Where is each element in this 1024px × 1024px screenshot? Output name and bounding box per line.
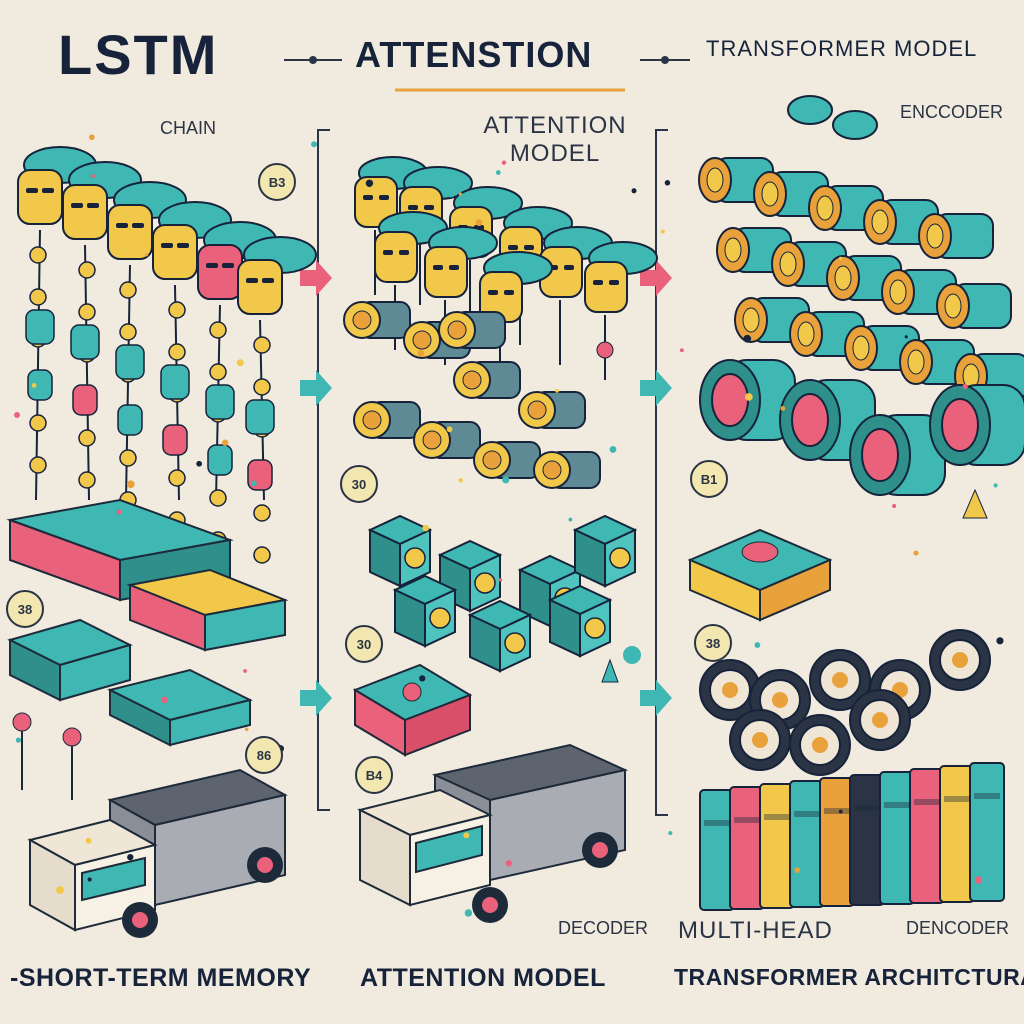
attention-truck [360,745,625,923]
label-dencoder: DENCODER [906,918,1009,939]
heading-transformer-model: TRANSFORMER MODEL [706,36,977,62]
arrow-teal-1 [300,370,332,406]
badge-38-b: 38 [694,624,732,662]
arrow-teal-4 [640,680,672,716]
badge-38-a: 38 [6,590,44,628]
lstm-truck [30,770,285,938]
badge-30-a: 30 [340,465,378,503]
attention-rollers [344,302,600,488]
lstm-block-stack [10,500,285,745]
transformer-platform [690,530,830,620]
arrow-teal-3 [640,370,672,406]
label-attention-model-top: ATTENTION MODEL [470,112,640,168]
badge-b3: B3 [258,163,296,201]
multi-head-speakers [700,630,990,775]
label-chain: CHAIN [160,118,216,139]
badge-30-b: 30 [345,625,383,663]
badge-b4: B4 [355,756,393,794]
caption-attention-model: ATTENTION MODEL [360,964,606,993]
label-encoder-top: ENCCODER [900,102,1003,123]
heading-lstm: LSTM [58,22,218,87]
heading-attention: ATTENSTION [355,34,592,76]
attention-cell-grid [355,157,657,390]
lstm-cell-chain [18,147,316,563]
caption-transformer-architecture: TRANSFORMER ARCHITCTURA [674,964,1024,991]
caption-short-term-memory: -SHORT-TERM MEMORY [10,964,311,993]
arrow-teal-2 [300,680,332,716]
label-decoder: DECODER [558,918,648,939]
attention-cube-cluster [370,516,641,682]
encoder-cylinder-stack [699,96,1024,398]
badge-b1: B1 [690,460,728,498]
attention-base-block [355,665,470,755]
label-multi-head: MULTI-HEAD [678,917,833,945]
lstm-pins [13,713,81,800]
badge-86: 86 [245,736,283,774]
decoder-book-stack [700,763,1004,910]
